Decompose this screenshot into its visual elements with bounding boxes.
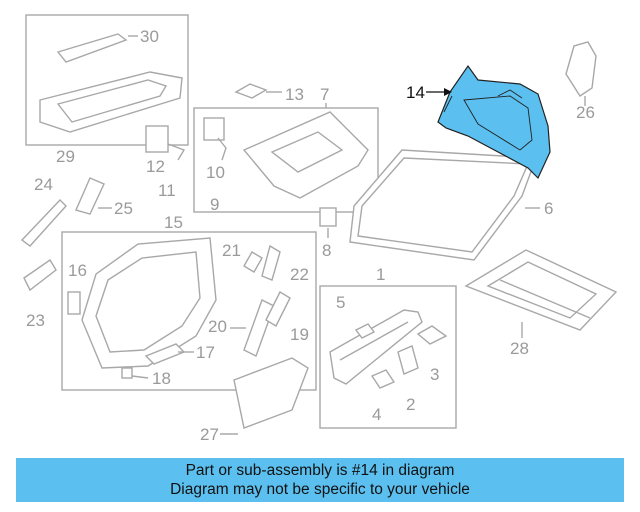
callout-12: 12 <box>146 157 165 176</box>
callout-7: 7 <box>320 85 329 104</box>
callout-1: 1 <box>376 265 385 284</box>
callout-27: 27 <box>200 425 219 444</box>
callout-18: 18 <box>152 369 171 388</box>
callout-6: 6 <box>544 199 553 218</box>
callout-21: 21 <box>222 241 241 260</box>
part-25 <box>75 177 105 215</box>
callout-9: 9 <box>210 195 219 214</box>
part-27 <box>233 357 309 429</box>
part-14-highlighted <box>437 64 551 180</box>
callout-3: 3 <box>430 365 439 384</box>
group-box-7 <box>145 107 379 213</box>
parts-diagram: 30 29 13 7 12 11 10 9 24 25 8 6 26 14 <box>20 14 618 444</box>
callout-13: 13 <box>285 85 304 104</box>
callout-29: 29 <box>56 147 75 166</box>
callout-5: 5 <box>336 293 345 312</box>
callout-22: 22 <box>290 265 309 284</box>
callout-11: 11 <box>158 181 176 200</box>
part-24 <box>20 198 67 247</box>
callout-2: 2 <box>406 395 415 414</box>
callout-15: 15 <box>164 213 183 232</box>
banner-line-1: Part or sub-assembly is #14 in diagram <box>185 462 455 479</box>
callout-23: 23 <box>26 311 45 330</box>
group-box-1 <box>319 285 457 429</box>
part-26 <box>565 41 597 97</box>
part-6 <box>349 149 537 261</box>
callout-4: 4 <box>372 405 381 424</box>
part-8 <box>319 207 337 227</box>
callout-24: 24 <box>34 175 53 194</box>
callout-25: 25 <box>114 199 133 218</box>
callout-8: 8 <box>322 241 331 260</box>
callout-19: 19 <box>290 325 309 344</box>
part-23 <box>23 258 57 292</box>
callout-10: 10 <box>206 163 225 182</box>
callout-26: 26 <box>576 103 595 122</box>
group-box-15 <box>61 231 317 391</box>
callout-28: 28 <box>510 339 529 358</box>
callout-17: 17 <box>196 343 215 362</box>
part-28 <box>464 249 618 331</box>
info-banner: Part or sub-assembly is #14 in diagram D… <box>16 458 624 502</box>
callout-30: 30 <box>140 27 159 46</box>
group-box-29 <box>25 14 189 146</box>
callout-20: 20 <box>208 317 227 336</box>
callout-16: 16 <box>68 261 87 280</box>
callout-14: 14 <box>406 83 425 102</box>
banner-line-2: Diagram may not be specific to your vehi… <box>170 481 470 498</box>
part-13 <box>234 83 268 99</box>
